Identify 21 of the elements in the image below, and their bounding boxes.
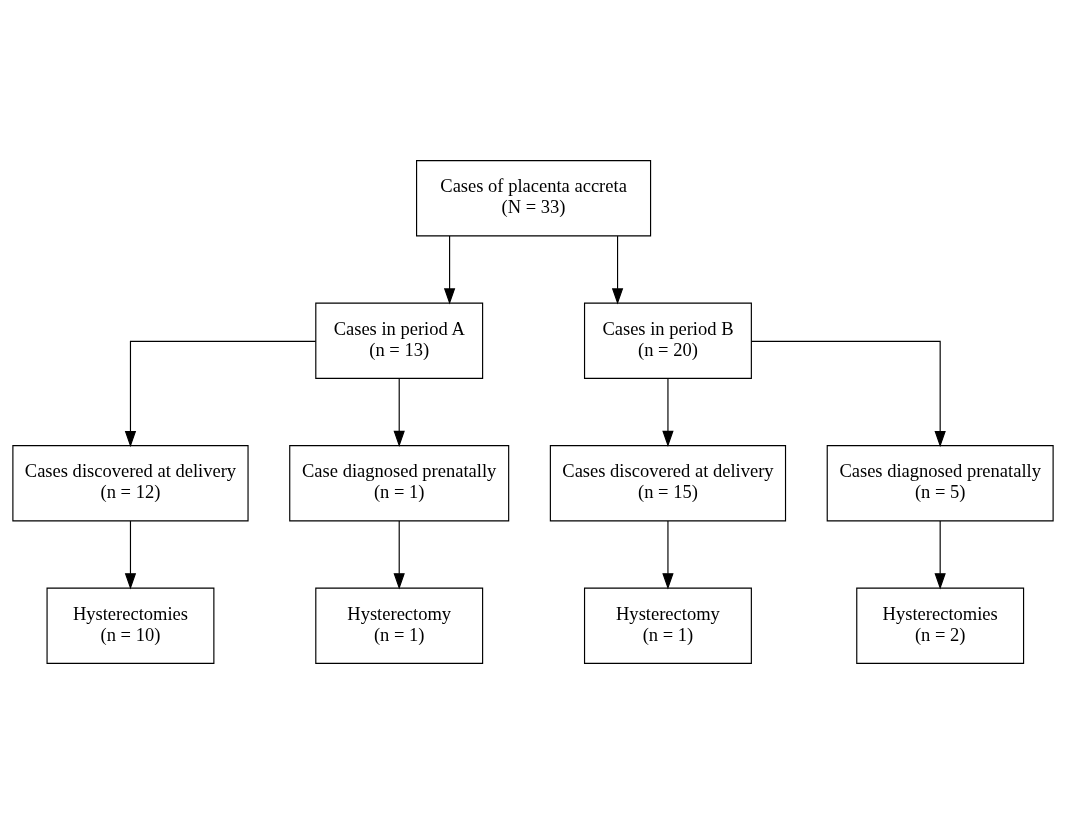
node-box: Cases in period B (n = 20) (583, 302, 752, 379)
node-box: Cases in period A (n = 13) (315, 302, 484, 379)
arrow (934, 519, 946, 589)
arrow (750, 340, 946, 447)
node-box: Case diagnosed prenatally (n = 1) (289, 444, 510, 521)
node-box: Hysterectomies (n = 2) (856, 587, 1025, 664)
arrow (124, 340, 317, 447)
arrow (393, 377, 405, 447)
node-box: Cases discovered at delivery (n = 12) (12, 444, 249, 521)
node-box: Cases of placenta accreta (N = 33) (416, 159, 652, 236)
node-box: Hysterectomies (n = 10) (46, 587, 215, 664)
node-box: Cases diagnosed prenatally (n = 5) (826, 444, 1054, 521)
arrow (611, 235, 624, 305)
node-box: Hysterectomy (n = 1) (315, 587, 484, 664)
arrow (393, 519, 405, 589)
arrow (662, 519, 674, 589)
arrow (124, 519, 137, 589)
arrow (443, 235, 456, 305)
node-box: Cases discovered at delivery (n = 15) (549, 444, 787, 521)
arrow (662, 377, 674, 447)
node-box: Hysterectomy (n = 1) (583, 587, 752, 664)
